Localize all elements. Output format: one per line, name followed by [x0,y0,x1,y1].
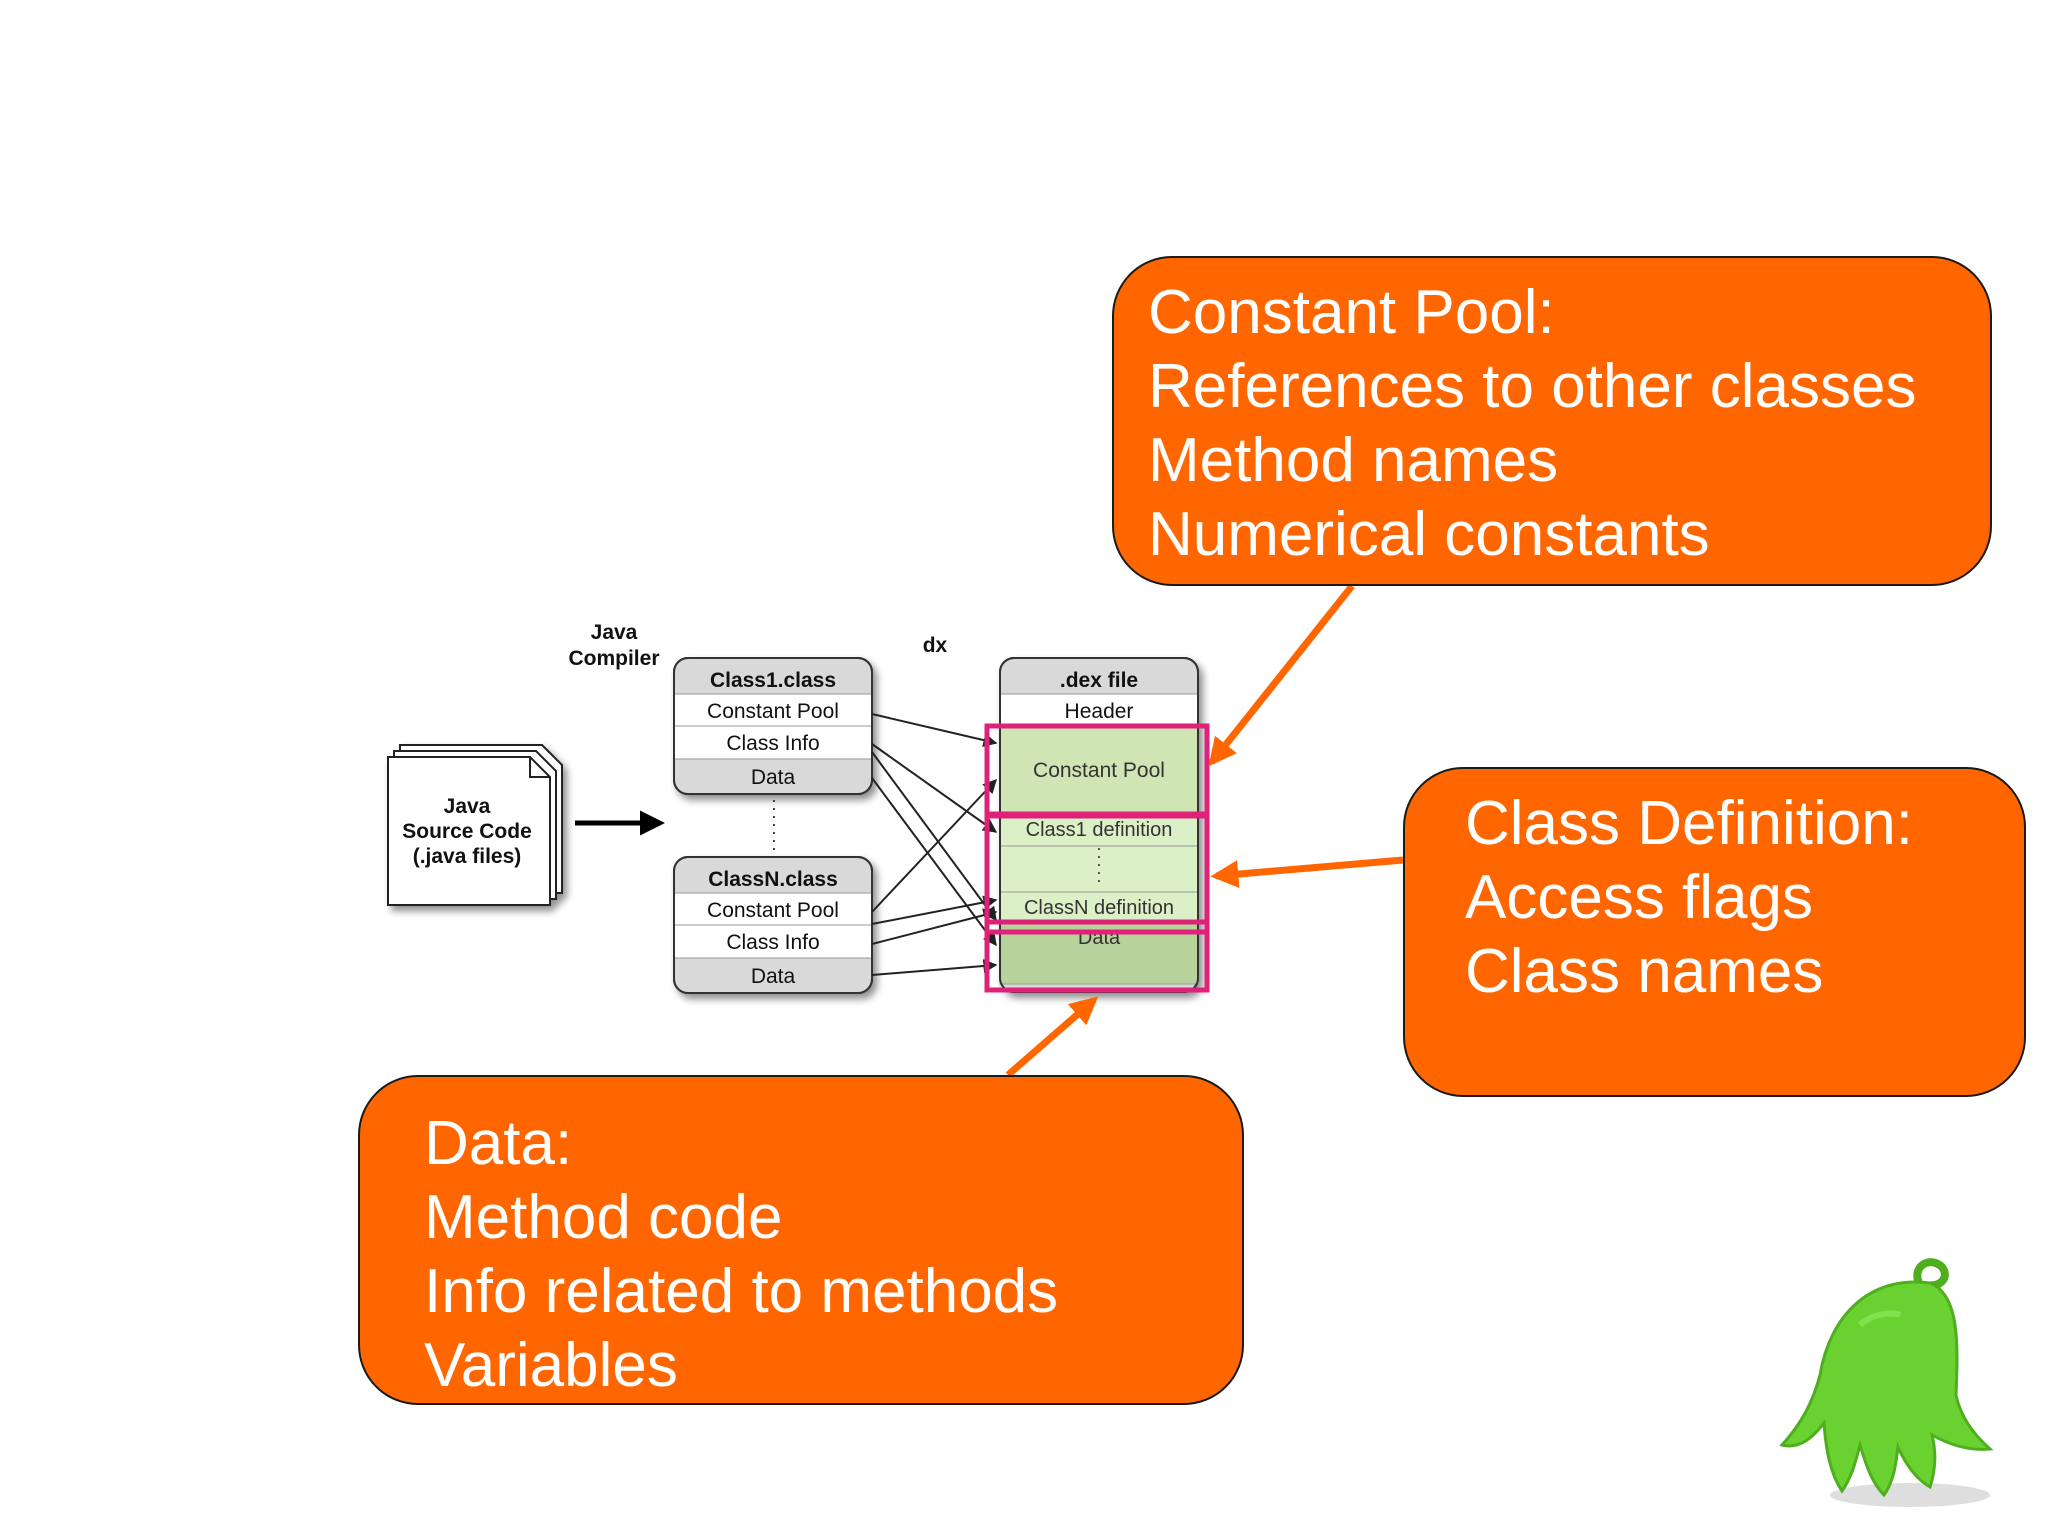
callout-data-line-1: Data: [424,1109,573,1178]
dex-constant-pool-label: Constant Pool [1033,759,1165,782]
class1-outline [673,657,873,795]
dex-title: .dex file [1060,669,1138,692]
callout-constant-pool-line-1: Constant Pool: [1148,278,1555,347]
dex-class1-def-label: Class1 definition [1026,819,1173,841]
class1-row-constant-pool: Constant Pool [707,700,839,723]
source-label-line1: Java [444,795,491,818]
highlight-class-definitions [984,811,1210,935]
callout-constant-pool-line-4: Numerical constants [1148,500,1710,569]
callout-constant-pool-line-3: Method names [1148,426,1559,495]
callout-data-line-3: Info related to methods [424,1257,1059,1326]
source-label-line3: (.java files) [413,845,522,868]
dex-header-bg [999,693,1199,727]
arrow-cN-info-to-classNdef [871,908,998,945]
classN-outline [673,856,873,994]
class1-row-data: Data [751,766,796,789]
callout-data: Data: Method code Info related to method… [358,1075,1244,1405]
callout-data-line-4: Variables [424,1331,678,1400]
dx-mapping-arrows [871,713,998,976]
callout-class-definition-line-3: Class names [1465,937,1824,1006]
arrow-c1-info-to-class1def [871,743,998,833]
pointer-to-data [1005,996,1099,1078]
pointer-to-class-definitions [1210,856,1404,889]
classN-row-class-info: Class Info [726,931,819,954]
callout-class-definition: Class Definition: Access flags Class nam… [1403,767,2026,1097]
highlight-data [984,919,1210,993]
callout-class-definition-line-2: Access flags [1465,863,1814,932]
classN-row-bg-2 [673,924,873,959]
source-label-line2: Source Code [402,820,532,843]
classN-row-data: Data [751,965,796,988]
callout-data-line-2: Method code [424,1183,783,1252]
arrow-cN-data-to-data [871,959,998,976]
callout-class-definition-line-1: Class Definition: [1465,789,1913,858]
dex-header-label: Header [1065,700,1134,723]
java-compiler-label-line1: Java [591,621,638,644]
callout-constant-pool-line-2: References to other classes [1148,352,1917,421]
java-compiler-label-line2: Compiler [568,647,659,670]
class1-row-class-info: Class Info [726,732,819,755]
arrow-cN-pool-to-pool [871,778,997,913]
dex-class-gap-bg [999,845,1199,893]
dx-label: dx [923,634,948,657]
arrow-c1-pool-to-pool [871,713,998,747]
stacked-documents-icon [387,744,563,906]
callout-constant-pool: Constant Pool: References to other class… [1112,256,1992,586]
class1-title: Class1.class [710,669,836,692]
dex-classN-def-label: ClassN definition [1024,897,1174,919]
classN-title: ClassN.class [708,868,838,891]
callout-pointer-arrows [1005,583,1404,1078]
classN-row-constant-pool: Constant Pool [707,899,839,922]
highlight-rectangles [984,723,1210,993]
arrow-cN-info-to-pool [871,895,998,925]
pointer-to-constant-pool [1208,583,1355,767]
green-android-mascot-icon [1779,1258,1994,1507]
arrow-c1-info-to-data [871,751,997,922]
